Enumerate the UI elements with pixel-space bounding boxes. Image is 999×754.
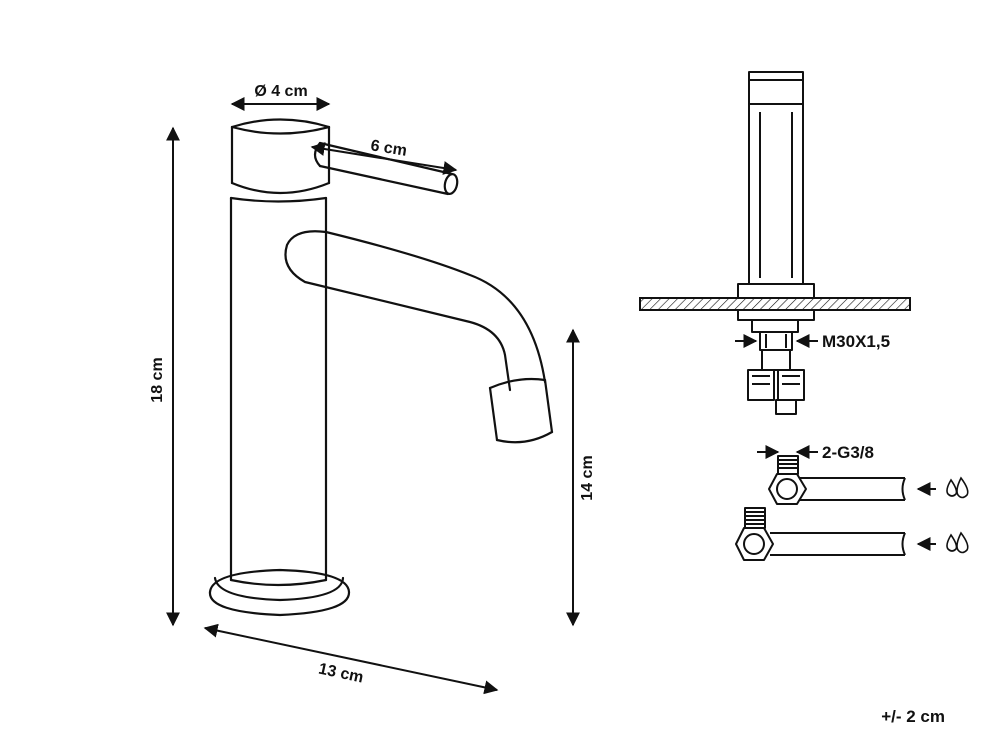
mount-thread-label: M30X1,5 (822, 332, 890, 351)
faucet-side-view (737, 71, 815, 299)
dimension-lines (166, 97, 580, 695)
countertop-hatch (639, 297, 911, 311)
faucet-base (208, 568, 351, 617)
dimension-labels: Ø 4 cm 6 cm 18 cm 14 cm 13 cm (149, 83, 596, 687)
mounting-hardware (737, 309, 815, 415)
hose-thread-label: 2-G3/8 (822, 443, 874, 462)
cold-water-hose (735, 507, 906, 561)
side-view-cap (748, 71, 804, 105)
handle-dimension-arrow (310, 142, 458, 175)
diameter-label: Ø 4 cm (254, 83, 307, 100)
handle-length-label: 6 cm (369, 137, 408, 159)
tolerance-note: +/- 2 cm (881, 707, 945, 726)
hot-water-hose (768, 455, 906, 505)
depth-dimension-arrow (203, 623, 499, 695)
side-view-flange (737, 283, 815, 299)
cold-water-drops-icon (946, 531, 969, 554)
side-view-body (748, 103, 804, 285)
total-height-label: 18 cm (149, 357, 166, 402)
faucet-front-view (208, 118, 554, 617)
depth-label: 13 cm (317, 661, 365, 687)
faucet-body (229, 196, 328, 587)
spout-height-label: 14 cm (579, 455, 596, 500)
countertop (639, 297, 911, 311)
faucet-spout (284, 230, 554, 444)
hot-water-drops-icon (946, 476, 969, 499)
